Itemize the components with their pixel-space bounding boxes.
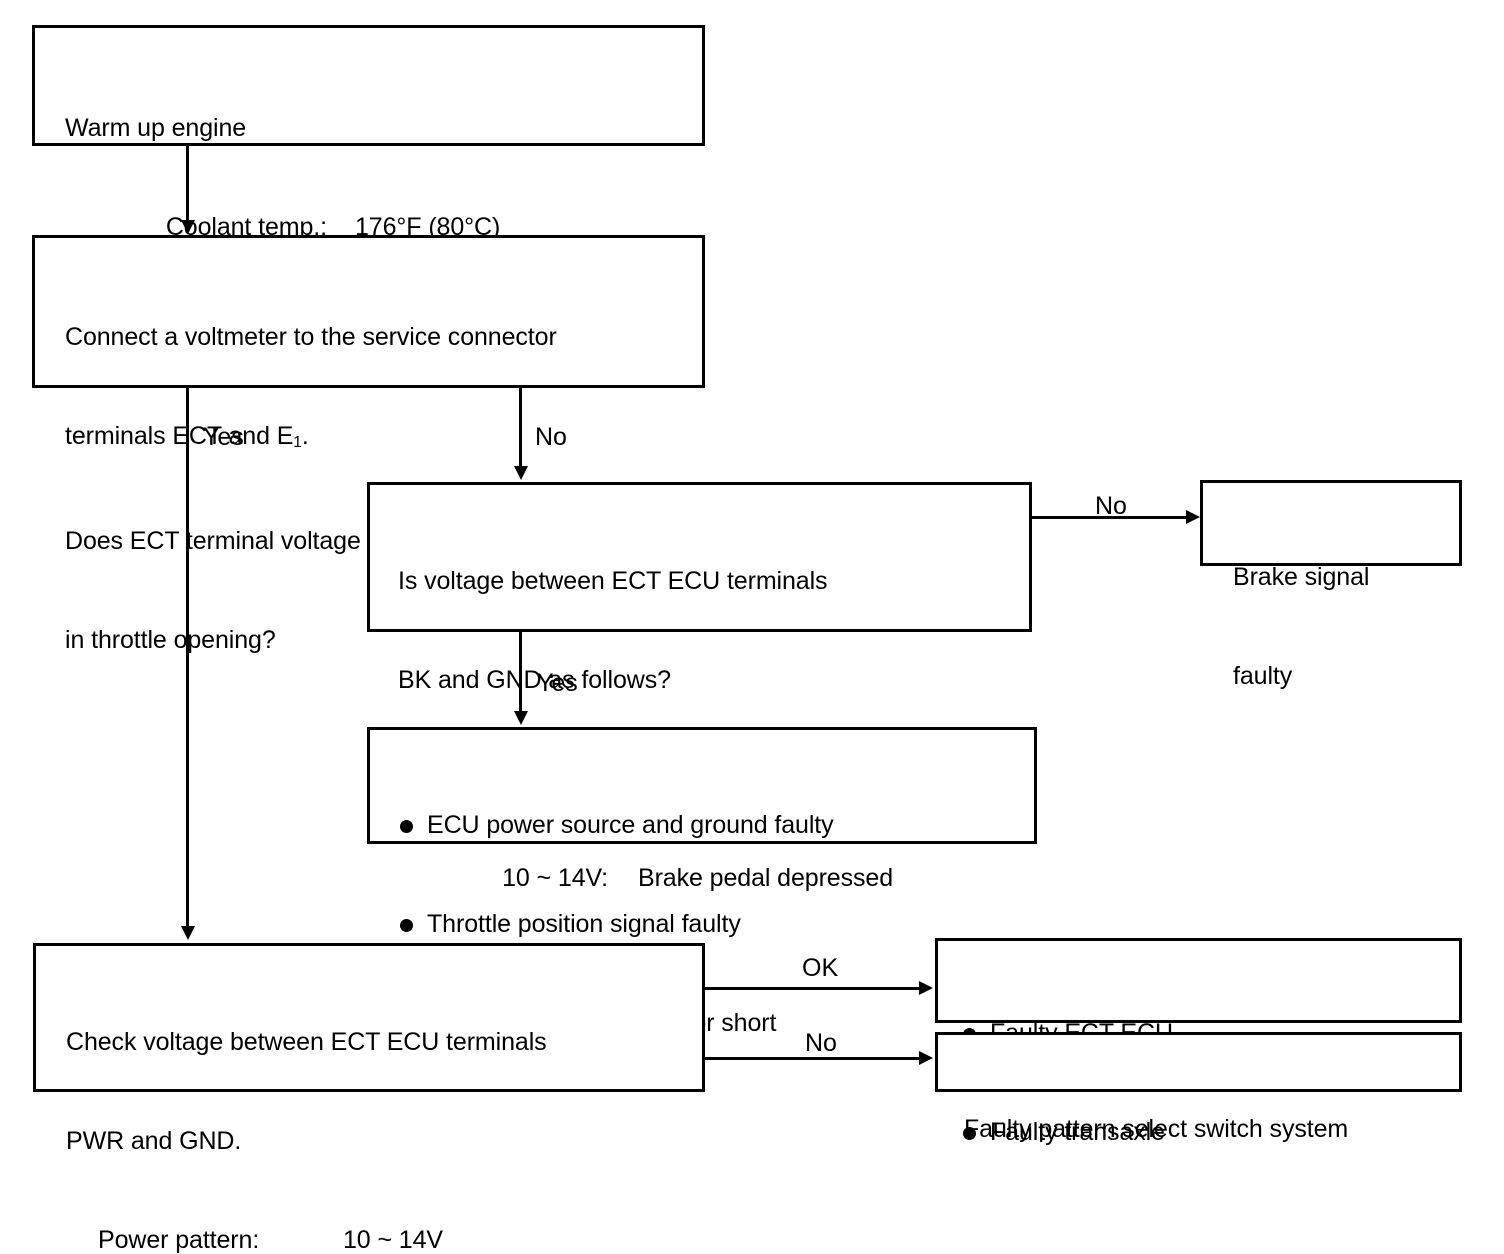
connect-line-1: Connect a voltmeter to the service conne… bbox=[65, 323, 557, 351]
edge-label-no-bottom: No bbox=[805, 1029, 837, 1057]
edge-no-bottom-arrowhead bbox=[919, 1051, 933, 1065]
edge-yes-left bbox=[186, 388, 189, 928]
check-pwr-line-1: Check voltage between ECT ECU terminals bbox=[66, 1028, 547, 1056]
edge-warmup-to-connect-arrowhead bbox=[181, 220, 195, 234]
edge-no-down-arrowhead bbox=[514, 466, 528, 480]
edge-label-no-brake: No bbox=[1095, 492, 1127, 520]
check-pwr-row-power: Power pattern: 10 ~ 14V bbox=[66, 1224, 547, 1254]
node-faulty-pattern-switch: Faulty pattern select switch system bbox=[935, 1032, 1462, 1143]
check-pwr-power-key: Power pattern: bbox=[98, 1226, 260, 1254]
edge-label-no-down: No bbox=[535, 423, 567, 451]
edge-no-down bbox=[519, 388, 522, 468]
connect-line-4: in throttle opening? bbox=[65, 626, 276, 655]
connect-line-2: terminals ECT and E1. bbox=[65, 420, 566, 459]
bullet-icon bbox=[400, 820, 413, 833]
edge-warmup-to-connect bbox=[186, 146, 189, 222]
brake-check-line-1: Is voltage between ECT ECU terminals bbox=[398, 567, 828, 595]
edge-no-bottom bbox=[705, 1057, 921, 1060]
edge-label-yes-causes: Yes bbox=[537, 669, 578, 697]
fault-cause-text: Throttle position signal faulty bbox=[427, 910, 741, 938]
bullet-icon bbox=[963, 1127, 976, 1140]
node-warm-up-engine: Warm up engine Coolant temp.: 176°F (80°… bbox=[32, 25, 705, 340]
connect-line-2-post: . bbox=[301, 422, 309, 450]
faulty-ecu-item: Faulty transaxle bbox=[963, 1116, 1173, 1149]
edge-yes-causes bbox=[519, 632, 522, 713]
brake-signal-line-1: Brake signal bbox=[1233, 563, 1370, 591]
edge-no-brake bbox=[1032, 516, 1188, 519]
faulty-pattern-text: Faulty pattern select switch system bbox=[964, 1115, 1349, 1143]
brake-check-14v-key: 10 ~ 14V: bbox=[502, 864, 608, 892]
edge-yes-causes-arrowhead bbox=[514, 711, 528, 725]
brake-check-line-2: BK and GND as follows? bbox=[398, 666, 671, 694]
node-fault-causes: ECU power source and ground faulty Throt… bbox=[367, 727, 1037, 1037]
brake-signal-line-2: faulty bbox=[1233, 662, 1293, 690]
node-brake-voltage-check: Is voltage between ECT ECU terminals BK … bbox=[367, 482, 1032, 892]
edge-ok-bottom bbox=[705, 987, 921, 990]
edge-label-ok-bottom: OK bbox=[802, 954, 839, 982]
edge-ok-bottom-arrowhead bbox=[919, 981, 933, 995]
node-connect-voltmeter: Connect a voltmeter to the service conne… bbox=[32, 235, 705, 654]
node-faulty-ecu-transaxle: Faulty ECT ECU Faulty transaxle bbox=[935, 938, 1462, 1146]
edge-no-brake-arrowhead bbox=[1186, 510, 1200, 524]
fault-cause-item: ECU power source and ground faulty bbox=[400, 809, 834, 842]
node-brake-signal-faulty: Brake signal faulty bbox=[1200, 480, 1462, 690]
check-pwr-line-2: PWR and GND. bbox=[66, 1127, 242, 1155]
brake-check-row-14v: 10 ~ 14V: Brake pedal depressed bbox=[398, 862, 893, 895]
check-pwr-power-value: 10 ~ 14V bbox=[343, 1226, 443, 1254]
brake-check-14v-value: Brake pedal depressed bbox=[638, 864, 894, 892]
edge-label-yes-left: Yes bbox=[203, 423, 244, 451]
edge-yes-left-arrowhead bbox=[181, 926, 195, 940]
node-check-pwr-gnd: Check voltage between ECT ECU terminals … bbox=[33, 943, 705, 1254]
bullet-icon bbox=[400, 919, 413, 932]
fault-cause-text: ECU power source and ground faulty bbox=[427, 811, 834, 839]
connect-line-2-pre: terminals ECT and E bbox=[65, 422, 294, 450]
fault-cause-item: Throttle position signal faulty bbox=[400, 908, 834, 941]
connect-line-2-subscript: 1 bbox=[293, 434, 302, 452]
warm-up-heading: Warm up engine bbox=[65, 114, 247, 142]
faulty-ecu-text: Faulty transaxle bbox=[990, 1118, 1165, 1146]
